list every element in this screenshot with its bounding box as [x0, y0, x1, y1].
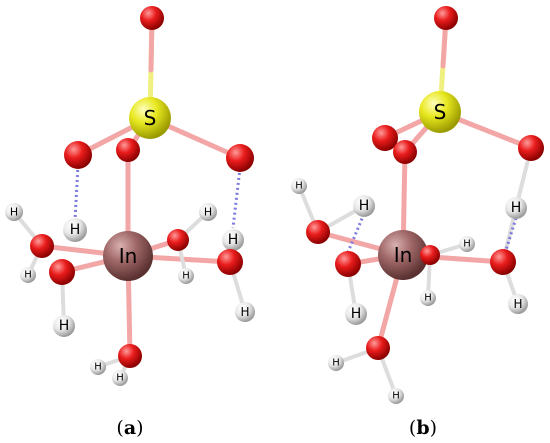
hydrogen-atom	[505, 197, 527, 219]
oxygen-atom	[490, 249, 516, 275]
hydrogen-atom	[199, 203, 217, 221]
sulfur-atom	[419, 91, 461, 133]
hydrogen-bonds-a	[73, 164, 242, 229]
hydrogen-label: H	[424, 293, 432, 304]
panel-label-b: (b)	[409, 417, 437, 439]
hydrogen-atom	[291, 178, 307, 194]
sulfur-atom	[129, 97, 171, 139]
oxygen-atom	[420, 245, 440, 265]
indium-atom	[103, 231, 153, 281]
hydrogen-label: H	[94, 362, 102, 373]
oxygen-atom	[217, 249, 243, 275]
hydrogen-atom	[508, 294, 528, 314]
hydrogen-atom	[328, 355, 344, 371]
oxygen-atom	[306, 220, 330, 244]
hydrogen-label: H	[392, 391, 400, 402]
hydrogen-label: H	[295, 181, 303, 192]
indium-atom	[378, 230, 428, 280]
hydrogen-bonds-b	[346, 213, 518, 253]
hydrogen-label: H	[24, 270, 32, 281]
panel-label-a: (a)	[116, 417, 143, 439]
atoms-b: S H H H H In H H H H H	[291, 6, 544, 404]
oxygen-atom	[64, 141, 92, 169]
hydrogen-atom	[388, 388, 404, 404]
oxygen-atom	[335, 251, 361, 277]
oxygen-atom	[372, 125, 398, 151]
atoms-a: S H H H H In H H H H H	[5, 6, 255, 386]
oxygen-atom	[366, 336, 390, 360]
hydrogen-label: H	[228, 232, 239, 248]
hydrogen-atom	[5, 203, 23, 221]
oxygen-atom	[226, 144, 254, 172]
structure-b: S H H H H In H H H H H	[291, 6, 544, 439]
oxygen-atom	[30, 234, 54, 258]
hydrogen-label: H	[463, 239, 471, 250]
hydrogen-label: H	[70, 222, 81, 238]
oxygen-atom	[49, 259, 75, 285]
oxygen-atom	[167, 229, 189, 251]
hydrogen-label: H	[116, 373, 124, 384]
hydrogen-atom	[53, 315, 75, 337]
hydrogen-label: H	[10, 206, 18, 219]
hydrogen-label: H	[351, 306, 362, 322]
oxygen-atom	[393, 140, 417, 164]
oxygen-atom	[140, 6, 164, 30]
hydrogen-atom	[345, 303, 367, 325]
hydrogen-atom	[90, 359, 106, 375]
hydrogen-atom	[222, 229, 244, 251]
hydrogen-label: H	[204, 206, 212, 219]
hydrogen-label: H	[182, 271, 190, 282]
hydrogen-atom	[235, 302, 255, 322]
hydrogen-label: H	[513, 297, 522, 311]
oxygen-atom	[434, 6, 458, 30]
structure-a: S H H H H In H H H H H	[5, 6, 255, 439]
hydrogen-label: H	[240, 305, 249, 319]
oxygen-atom	[118, 344, 142, 368]
hydrogen-label: H	[359, 198, 370, 214]
hydrogen-atom	[420, 290, 436, 306]
sulfur-label: S	[144, 106, 157, 130]
indium-label: In	[394, 243, 413, 267]
hydrogen-atom	[178, 268, 194, 284]
sulfur-label: S	[434, 100, 447, 124]
bonds-b	[297, 15, 534, 398]
indium-label: In	[119, 244, 138, 268]
hydrogen-atom	[353, 195, 375, 217]
hydrogen-atom	[63, 218, 87, 242]
hydrogen-label: H	[332, 358, 340, 369]
hydrogen-atom	[459, 236, 475, 252]
oxygen-atom	[116, 138, 140, 162]
hydrogen-label: H	[59, 318, 70, 334]
hydrogen-atom	[20, 267, 36, 283]
oxygen-atom	[518, 135, 544, 161]
hydrogen-label: H	[511, 200, 522, 216]
bonds-a	[12, 15, 247, 380]
hydrogen-atom	[112, 370, 128, 386]
